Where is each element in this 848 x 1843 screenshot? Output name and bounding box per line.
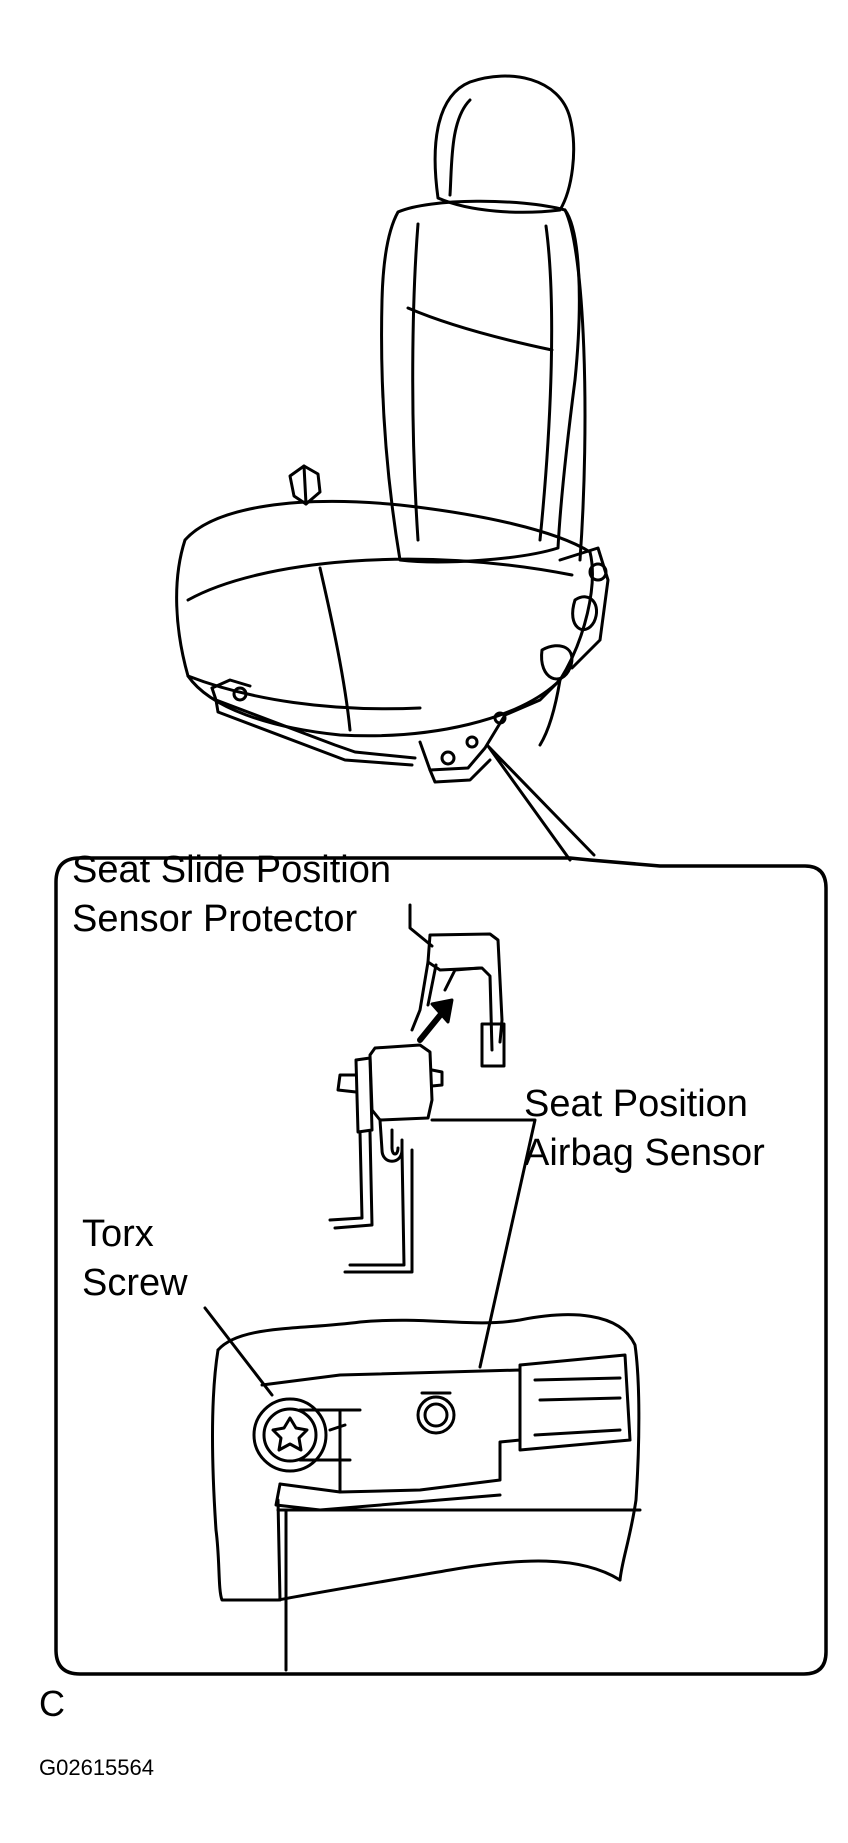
airbag-sensor-label: Seat Position Airbag Sensor	[524, 1080, 765, 1178]
airbag-sensor-label-line-2: Airbag Sensor	[524, 1132, 765, 1174]
airbag-sensor-body	[328, 1043, 444, 1274]
protector-label: Seat Slide Position Sensor Protector	[72, 846, 391, 944]
closeup-view	[211, 1313, 642, 1672]
closeup-connector	[518, 1353, 632, 1452]
airbag-sensor-label-line-1: Seat Position	[524, 1083, 748, 1125]
torx-screw	[252, 1397, 328, 1473]
figure-code: G02615564	[39, 1755, 154, 1780]
protector-label-line-1: Seat Slide Position	[72, 849, 391, 891]
torx-screw-label-line-1: Torx	[82, 1213, 154, 1255]
torx-screw-label: Torx Screw	[82, 1210, 188, 1308]
nut	[416, 1395, 456, 1435]
callout-connector	[486, 744, 596, 862]
headrest	[433, 74, 576, 214]
protector-label-line-2: Sensor Protector	[72, 898, 358, 940]
figure-letter: C	[39, 1683, 65, 1724]
leader-airbag	[430, 1118, 537, 1369]
sensor-protector	[410, 932, 506, 1068]
torx-screw-label-line-2: Screw	[82, 1262, 188, 1304]
detail-box	[54, 856, 828, 1676]
seat-rail	[210, 686, 417, 760]
leader-torx	[203, 1306, 274, 1397]
seat-illustration	[175, 74, 610, 784]
leader-protector	[408, 903, 434, 948]
